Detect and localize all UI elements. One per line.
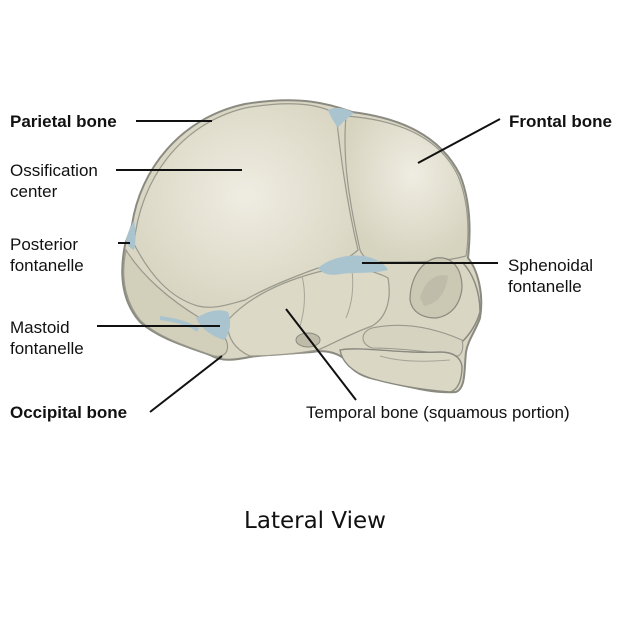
label-posterior-fontanelle: Posterior fontanelle (10, 234, 84, 276)
label-mastoid-fontanelle: Mastoid fontanelle (10, 317, 84, 359)
label-posterior-fontanelle-line2: fontanelle (10, 256, 84, 275)
ear-canal (295, 332, 321, 348)
label-mastoid-fontanelle-line2: fontanelle (10, 339, 84, 358)
label-sphenoidal-fontanelle-line1: Sphenoidal (508, 256, 594, 275)
leader-temporal (285, 308, 357, 401)
temporal-bone-shape (227, 268, 390, 357)
label-sphenoidal-fontanelle-line2: fontanelle (508, 277, 582, 296)
occipital-bone-shape (123, 248, 229, 357)
label-sphenoidal-fontanelle: Sphenoidal fontanelle (508, 255, 593, 297)
maxilla (362, 324, 464, 357)
label-ossification-center-line2: center (10, 182, 58, 201)
nasal-bone (461, 261, 481, 343)
label-ossification-center-line1: Ossification (10, 161, 98, 180)
label-temporal-bone: Temporal bone (squamous portion) (306, 403, 570, 422)
leader-occipital (149, 355, 223, 413)
parietal-bone (133, 103, 359, 308)
anterior-gap (328, 107, 354, 128)
mandible (339, 348, 463, 393)
label-posterior-fontanelle-line1: Posterior (10, 235, 79, 254)
frontal-bone (344, 115, 469, 263)
sphenoidal-fontanelle (318, 255, 388, 275)
leader-frontal (417, 118, 501, 164)
label-mastoid-fontanelle-line1: Mastoid (10, 318, 70, 337)
caption-lateral-view: Lateral View (244, 508, 386, 534)
label-ossification-center: Ossification center (10, 160, 98, 202)
label-parietal-bone: Parietal bone (10, 112, 117, 131)
label-occipital-bone: Occipital bone (10, 403, 128, 422)
leader-lines (97, 118, 501, 413)
label-frontal-bone: Frontal bone (509, 112, 612, 131)
